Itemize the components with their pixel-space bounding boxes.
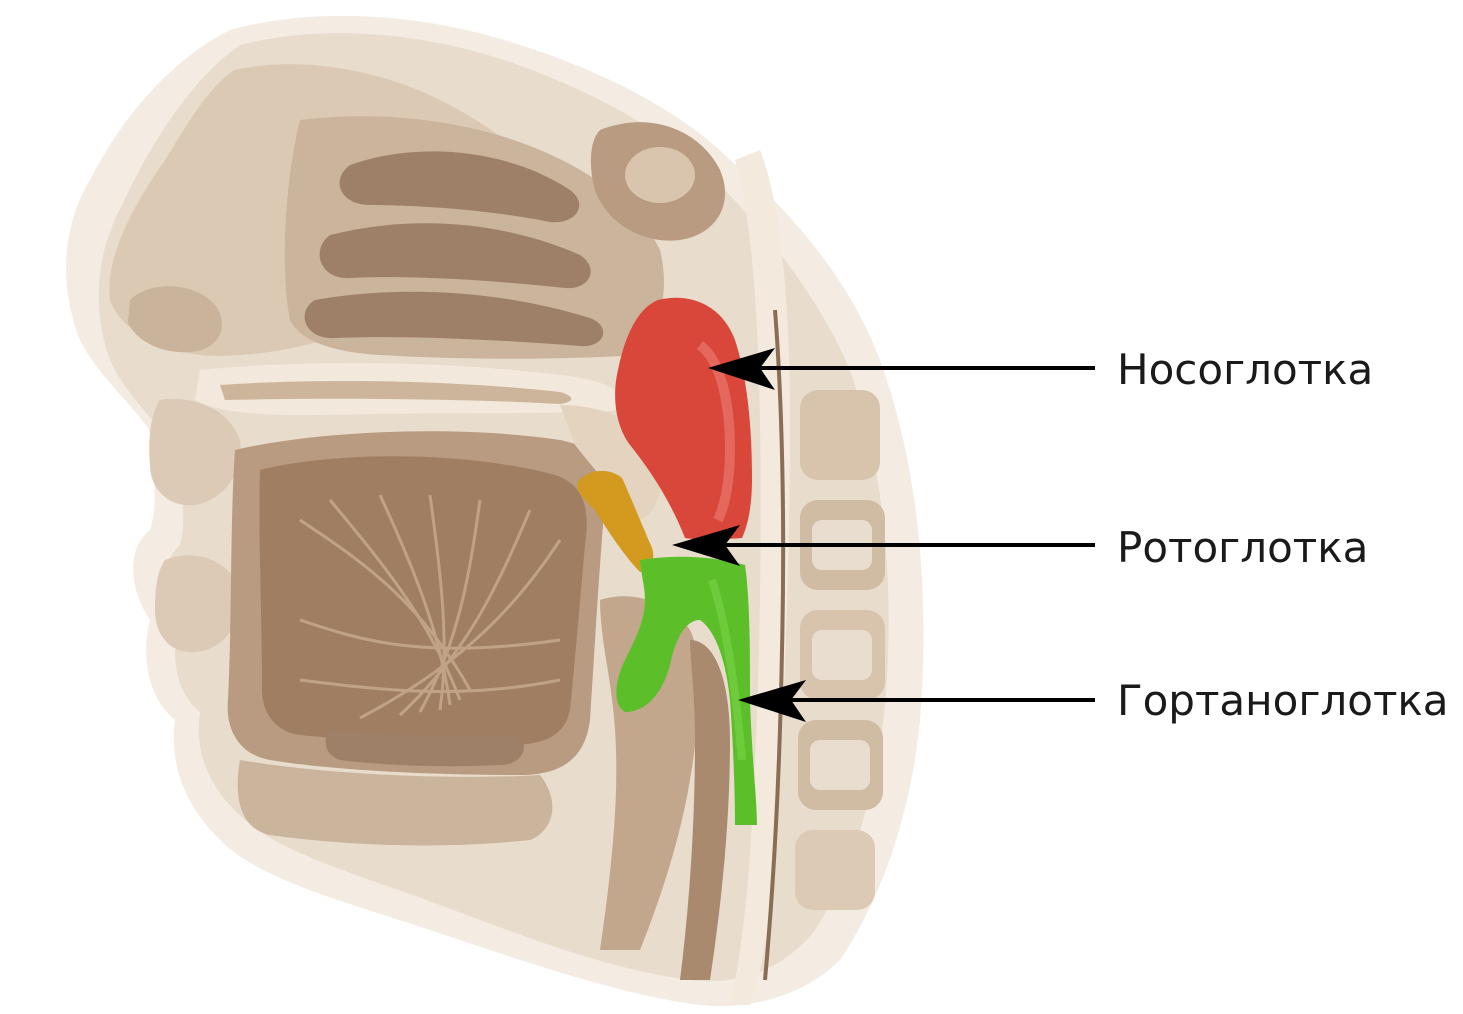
vertebra-body — [812, 630, 872, 680]
head-sagittal-section — [66, 16, 924, 1006]
vertebra — [795, 830, 875, 910]
region-labels: Носоглотка Ротоглотка Гортаноглотка — [1117, 345, 1449, 725]
vertebra-body — [810, 740, 870, 790]
vertebra — [800, 390, 880, 480]
sinus-cell — [625, 147, 695, 203]
label-laryngopharynx: Гортаноглотка — [1117, 676, 1449, 725]
label-nasopharynx: Носоглотка — [1117, 345, 1373, 394]
label-oropharynx: Ротоглотка — [1117, 523, 1368, 572]
